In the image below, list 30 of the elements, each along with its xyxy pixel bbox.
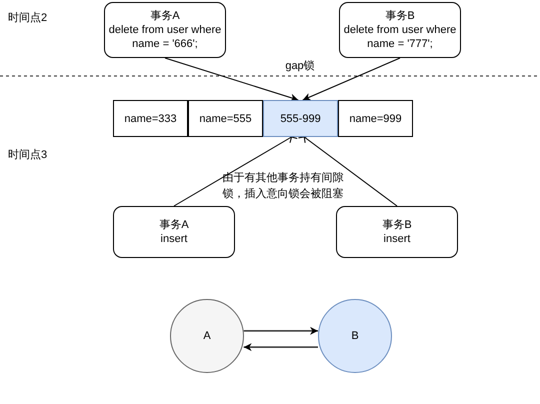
box-text: insert (384, 232, 410, 246)
arrow (244, 343, 318, 352)
process-box (339, 2, 461, 58)
record-cell (188, 100, 263, 137)
arrow (302, 58, 400, 100)
box-text: insert (160, 232, 188, 246)
box-heading: 事务A (150, 9, 180, 23)
process-box (336, 206, 458, 258)
node-label: name=999 (349, 112, 402, 126)
node-label: A (203, 329, 211, 343)
arrow (164, 58, 299, 102)
box-heading: 事务A (159, 218, 189, 232)
node-label: name=555 (199, 112, 252, 126)
box-heading: 事务B (385, 9, 415, 23)
process-box (104, 2, 226, 58)
process-box (113, 206, 235, 258)
node-label: 555-999 (280, 112, 321, 126)
arrow (244, 326, 318, 335)
node-label: B (351, 329, 359, 343)
record-cell (338, 100, 413, 137)
record-cell (113, 100, 188, 137)
lock-label: gap锁 (285, 59, 315, 74)
box-text: delete from user where name = '666'; (108, 23, 222, 51)
time-label: 时间点3 (8, 148, 48, 163)
box-heading: 事务B (382, 218, 412, 232)
note-text: 由于有其他事务持有间隙锁，插入意向锁会被阻塞 (222, 171, 344, 202)
time-label: 时间点2 (8, 10, 48, 26)
box-text: delete from user where name = '777'; (342, 23, 458, 51)
node-label: name=333 (124, 112, 177, 126)
gap-cell (263, 100, 338, 137)
